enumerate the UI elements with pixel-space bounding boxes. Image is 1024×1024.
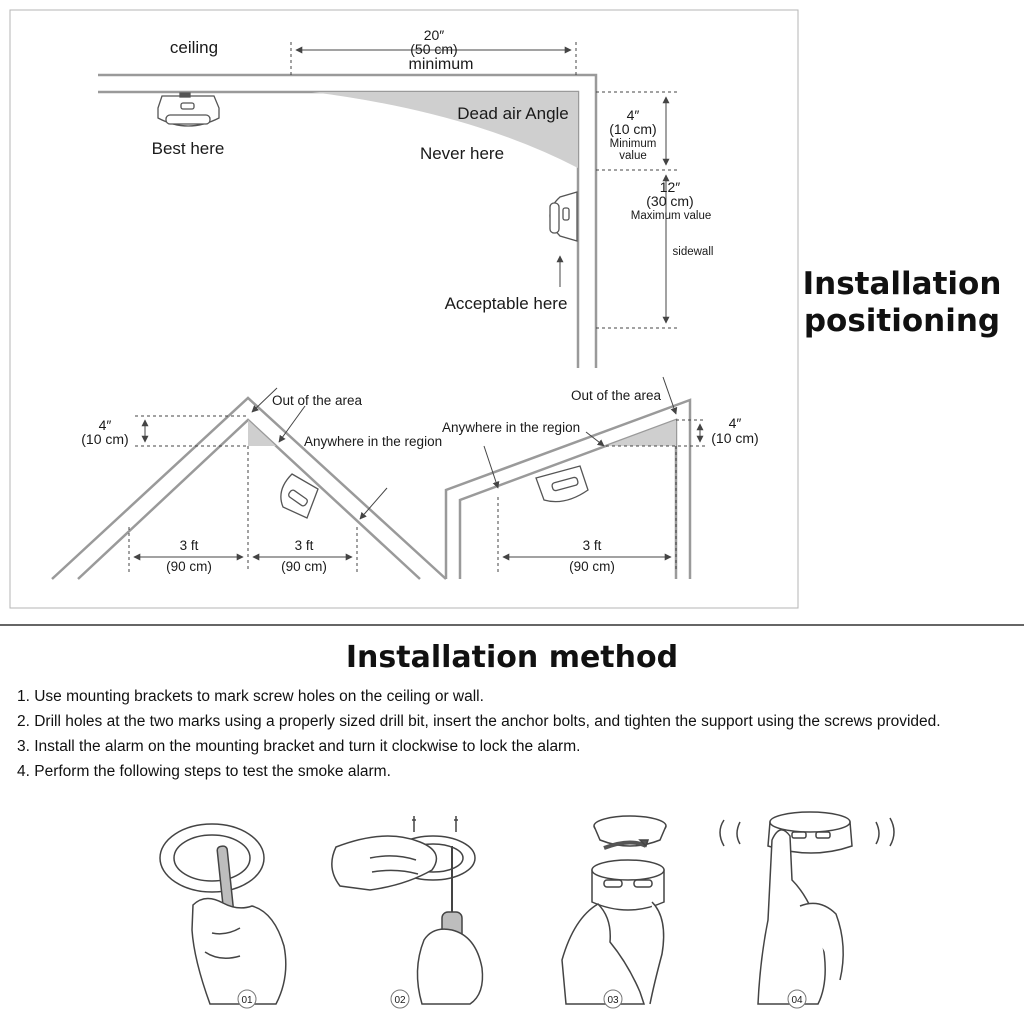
roof-alarm <box>280 473 319 519</box>
ceiling-alarm <box>157 92 220 127</box>
positioning-title: Installation positioning <box>802 266 1002 340</box>
positioning-title-line1: Installation <box>802 266 1002 302</box>
figure-number-03: 03 <box>607 995 619 1006</box>
slope-dimensions <box>483 376 706 572</box>
slope-out-of-area: Out of the area <box>571 388 662 403</box>
peak-90cm-right: (90 cm) <box>281 559 327 574</box>
step-3: 3. Install the alarm on the mounting bra… <box>17 738 581 755</box>
dim-10-cm-top: (10 cm) <box>609 121 656 137</box>
step-4: 4. Perform the following steps to test t… <box>17 763 391 780</box>
slope-alarm <box>535 465 589 503</box>
dead-air-zone <box>312 92 578 168</box>
dim-12-in: 12″ <box>660 179 681 195</box>
peak-zone <box>248 420 276 446</box>
peak-anywhere: Anywhere in the region <box>304 434 442 449</box>
slope-3ft: 3 ft <box>583 538 602 553</box>
slope-4-in: 4″ <box>729 415 742 431</box>
dimension-wall <box>596 91 680 329</box>
acceptable-here-label: Acceptable here <box>445 294 568 313</box>
step-02-illustration <box>331 816 484 1005</box>
dim-minimum: minimum <box>409 56 474 73</box>
dimension-20in <box>290 42 577 75</box>
step-2: 2. Drill holes at the two marks using a … <box>17 713 941 730</box>
wall-alarm <box>549 191 578 242</box>
dim-4-in-top: 4″ <box>627 107 640 123</box>
peak-3ft-left: 3 ft <box>180 538 199 553</box>
step-1: 1. Use mounting brackets to mark screw h… <box>17 688 484 705</box>
slope-zone <box>606 420 676 446</box>
peak-90cm-left: (90 cm) <box>166 559 212 574</box>
best-here-label: Best here <box>152 139 225 158</box>
positioning-frame <box>9 9 799 609</box>
ceiling-label: ceiling <box>170 38 218 57</box>
step-03-illustration <box>561 815 667 1005</box>
never-here-label: Never here <box>420 144 504 163</box>
dead-air-label: Dead air Angle <box>457 104 569 123</box>
figure-number-04: 04 <box>791 995 803 1006</box>
figure-number-02: 02 <box>394 995 406 1006</box>
figure-numbers <box>237 989 807 1009</box>
method-steps: 1. Use mounting brackets to mark screw h… <box>17 684 1007 784</box>
dim-30-cm-text: (30 cm) <box>646 193 693 209</box>
slope-10-cm: (10 cm) <box>711 430 758 446</box>
sloped-ceiling <box>444 398 692 579</box>
dim-20-in: 20″ <box>424 27 445 43</box>
peak-dimensions <box>128 387 388 572</box>
positioning-title-line2: positioning <box>803 303 1001 339</box>
slope-anywhere: Anywhere in the region <box>442 420 580 435</box>
slope-90cm: (90 cm) <box>569 559 615 574</box>
figure-number-01: 01 <box>241 995 253 1006</box>
value-label: value <box>619 150 647 162</box>
peak-3ft-right: 3 ft <box>295 538 314 553</box>
peak-4-in: 4″ <box>99 417 112 433</box>
step-04-illustration <box>719 811 895 1005</box>
peak-out-of-area: Out of the area <box>272 393 363 408</box>
minimum-label: Minimum <box>610 138 657 150</box>
dim-50-cm: (50 cm) <box>410 41 457 57</box>
sidewall-label: sidewall <box>673 246 714 258</box>
method-title: Installation method <box>345 640 679 675</box>
step-01-illustration <box>159 823 287 1005</box>
peak-10-cm: (10 cm) <box>81 431 128 447</box>
max-value-label: Maximum value <box>631 210 712 222</box>
